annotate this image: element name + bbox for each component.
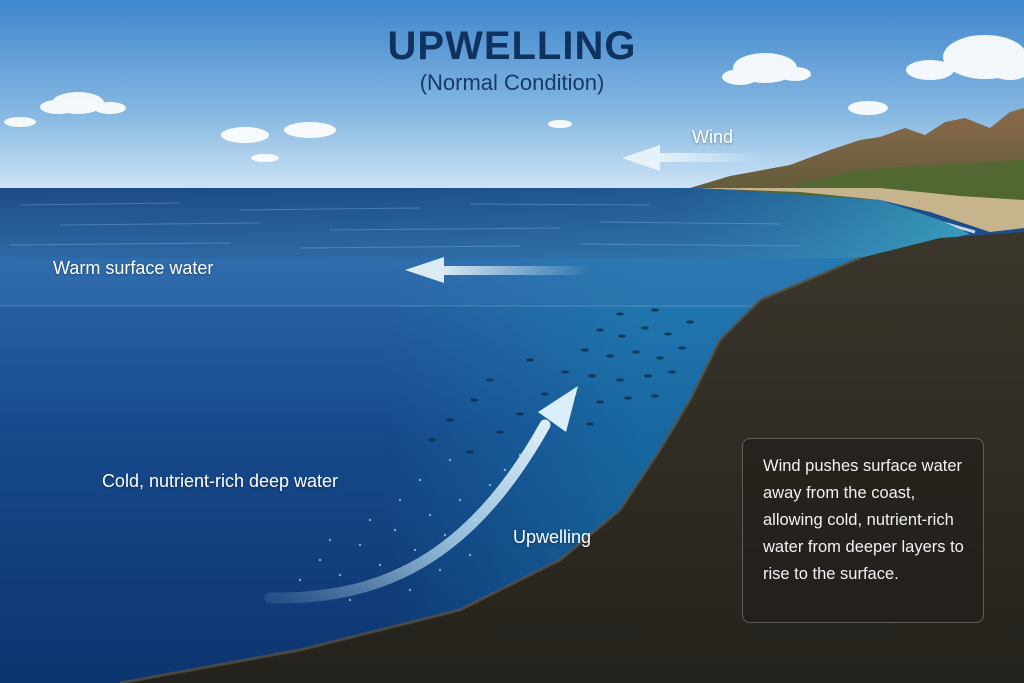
fish-school	[428, 308, 694, 454]
clouds	[4, 35, 1024, 162]
cold-deep-water-label: Cold, nutrient-rich deep water	[101, 471, 339, 491]
explanation-box: Wind pushes surface water away from the …	[742, 438, 984, 623]
page-subtitle: (Normal Condition)	[419, 70, 605, 95]
upwelling-arrow	[264, 386, 578, 604]
wind-arrow	[622, 145, 765, 171]
warm-surface-layer	[0, 258, 820, 306]
beach	[690, 188, 1024, 232]
surface-current-arrow	[405, 257, 590, 283]
page-title: UPWELLING	[387, 24, 637, 68]
warm-surface-water-label: Warm surface water	[53, 258, 214, 278]
explanation-text: Wind pushes surface water away from the …	[763, 457, 964, 583]
wind-label: Wind	[692, 127, 734, 147]
upwelling-label: Upwelling	[513, 527, 592, 547]
